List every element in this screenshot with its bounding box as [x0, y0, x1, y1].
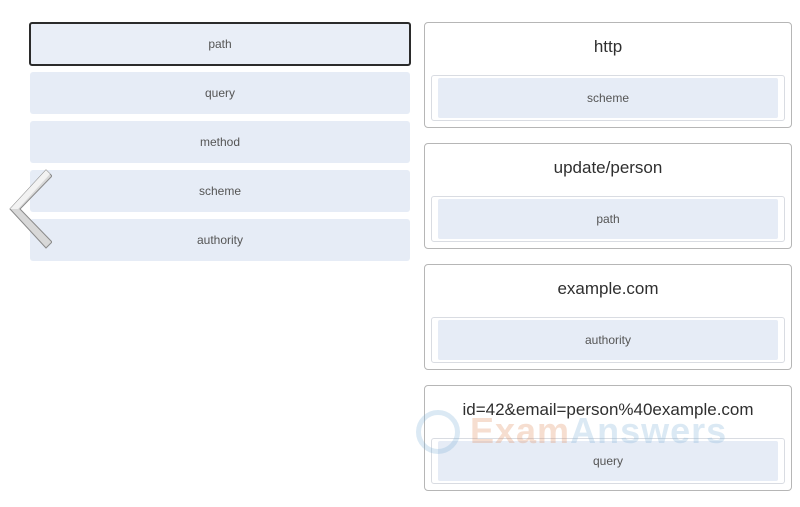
- option-query[interactable]: query: [30, 72, 410, 114]
- drop-zone[interactable]: path: [431, 196, 785, 242]
- option-scheme[interactable]: scheme: [30, 170, 410, 212]
- option-label: scheme: [198, 184, 242, 198]
- dropped-answer[interactable]: authority: [438, 320, 778, 360]
- target-card: id=42&email=person%40example.com query: [424, 385, 792, 491]
- dropped-answer-label: authority: [584, 333, 632, 347]
- target-title: update/person: [553, 158, 663, 177]
- chevron-left-icon[interactable]: [6, 168, 52, 250]
- dropped-answer[interactable]: path: [438, 199, 778, 239]
- option-label: path: [208, 37, 232, 51]
- dropped-answer-label: query: [592, 454, 624, 468]
- dropped-answer-label: path: [596, 212, 620, 226]
- option-method[interactable]: method: [30, 121, 410, 163]
- drop-zone[interactable]: query: [431, 438, 785, 484]
- dropped-answer[interactable]: scheme: [438, 78, 778, 118]
- target-card: example.com authority: [424, 264, 792, 370]
- target-card: update/person path: [424, 143, 792, 249]
- option-label: method: [199, 135, 241, 149]
- target-title: example.com: [557, 279, 659, 298]
- target-card: http scheme: [424, 22, 792, 128]
- dropped-answer[interactable]: query: [438, 441, 778, 481]
- option-label: query: [204, 86, 236, 100]
- target-title: id=42&email=person%40example.com: [462, 400, 754, 419]
- target-title: http: [593, 37, 623, 56]
- option-label: authority: [196, 233, 244, 247]
- dropped-answer-label: scheme: [586, 91, 630, 105]
- option-path[interactable]: path: [29, 22, 411, 66]
- option-authority[interactable]: authority: [30, 219, 410, 261]
- drop-zone[interactable]: authority: [431, 317, 785, 363]
- drop-zone[interactable]: scheme: [431, 75, 785, 121]
